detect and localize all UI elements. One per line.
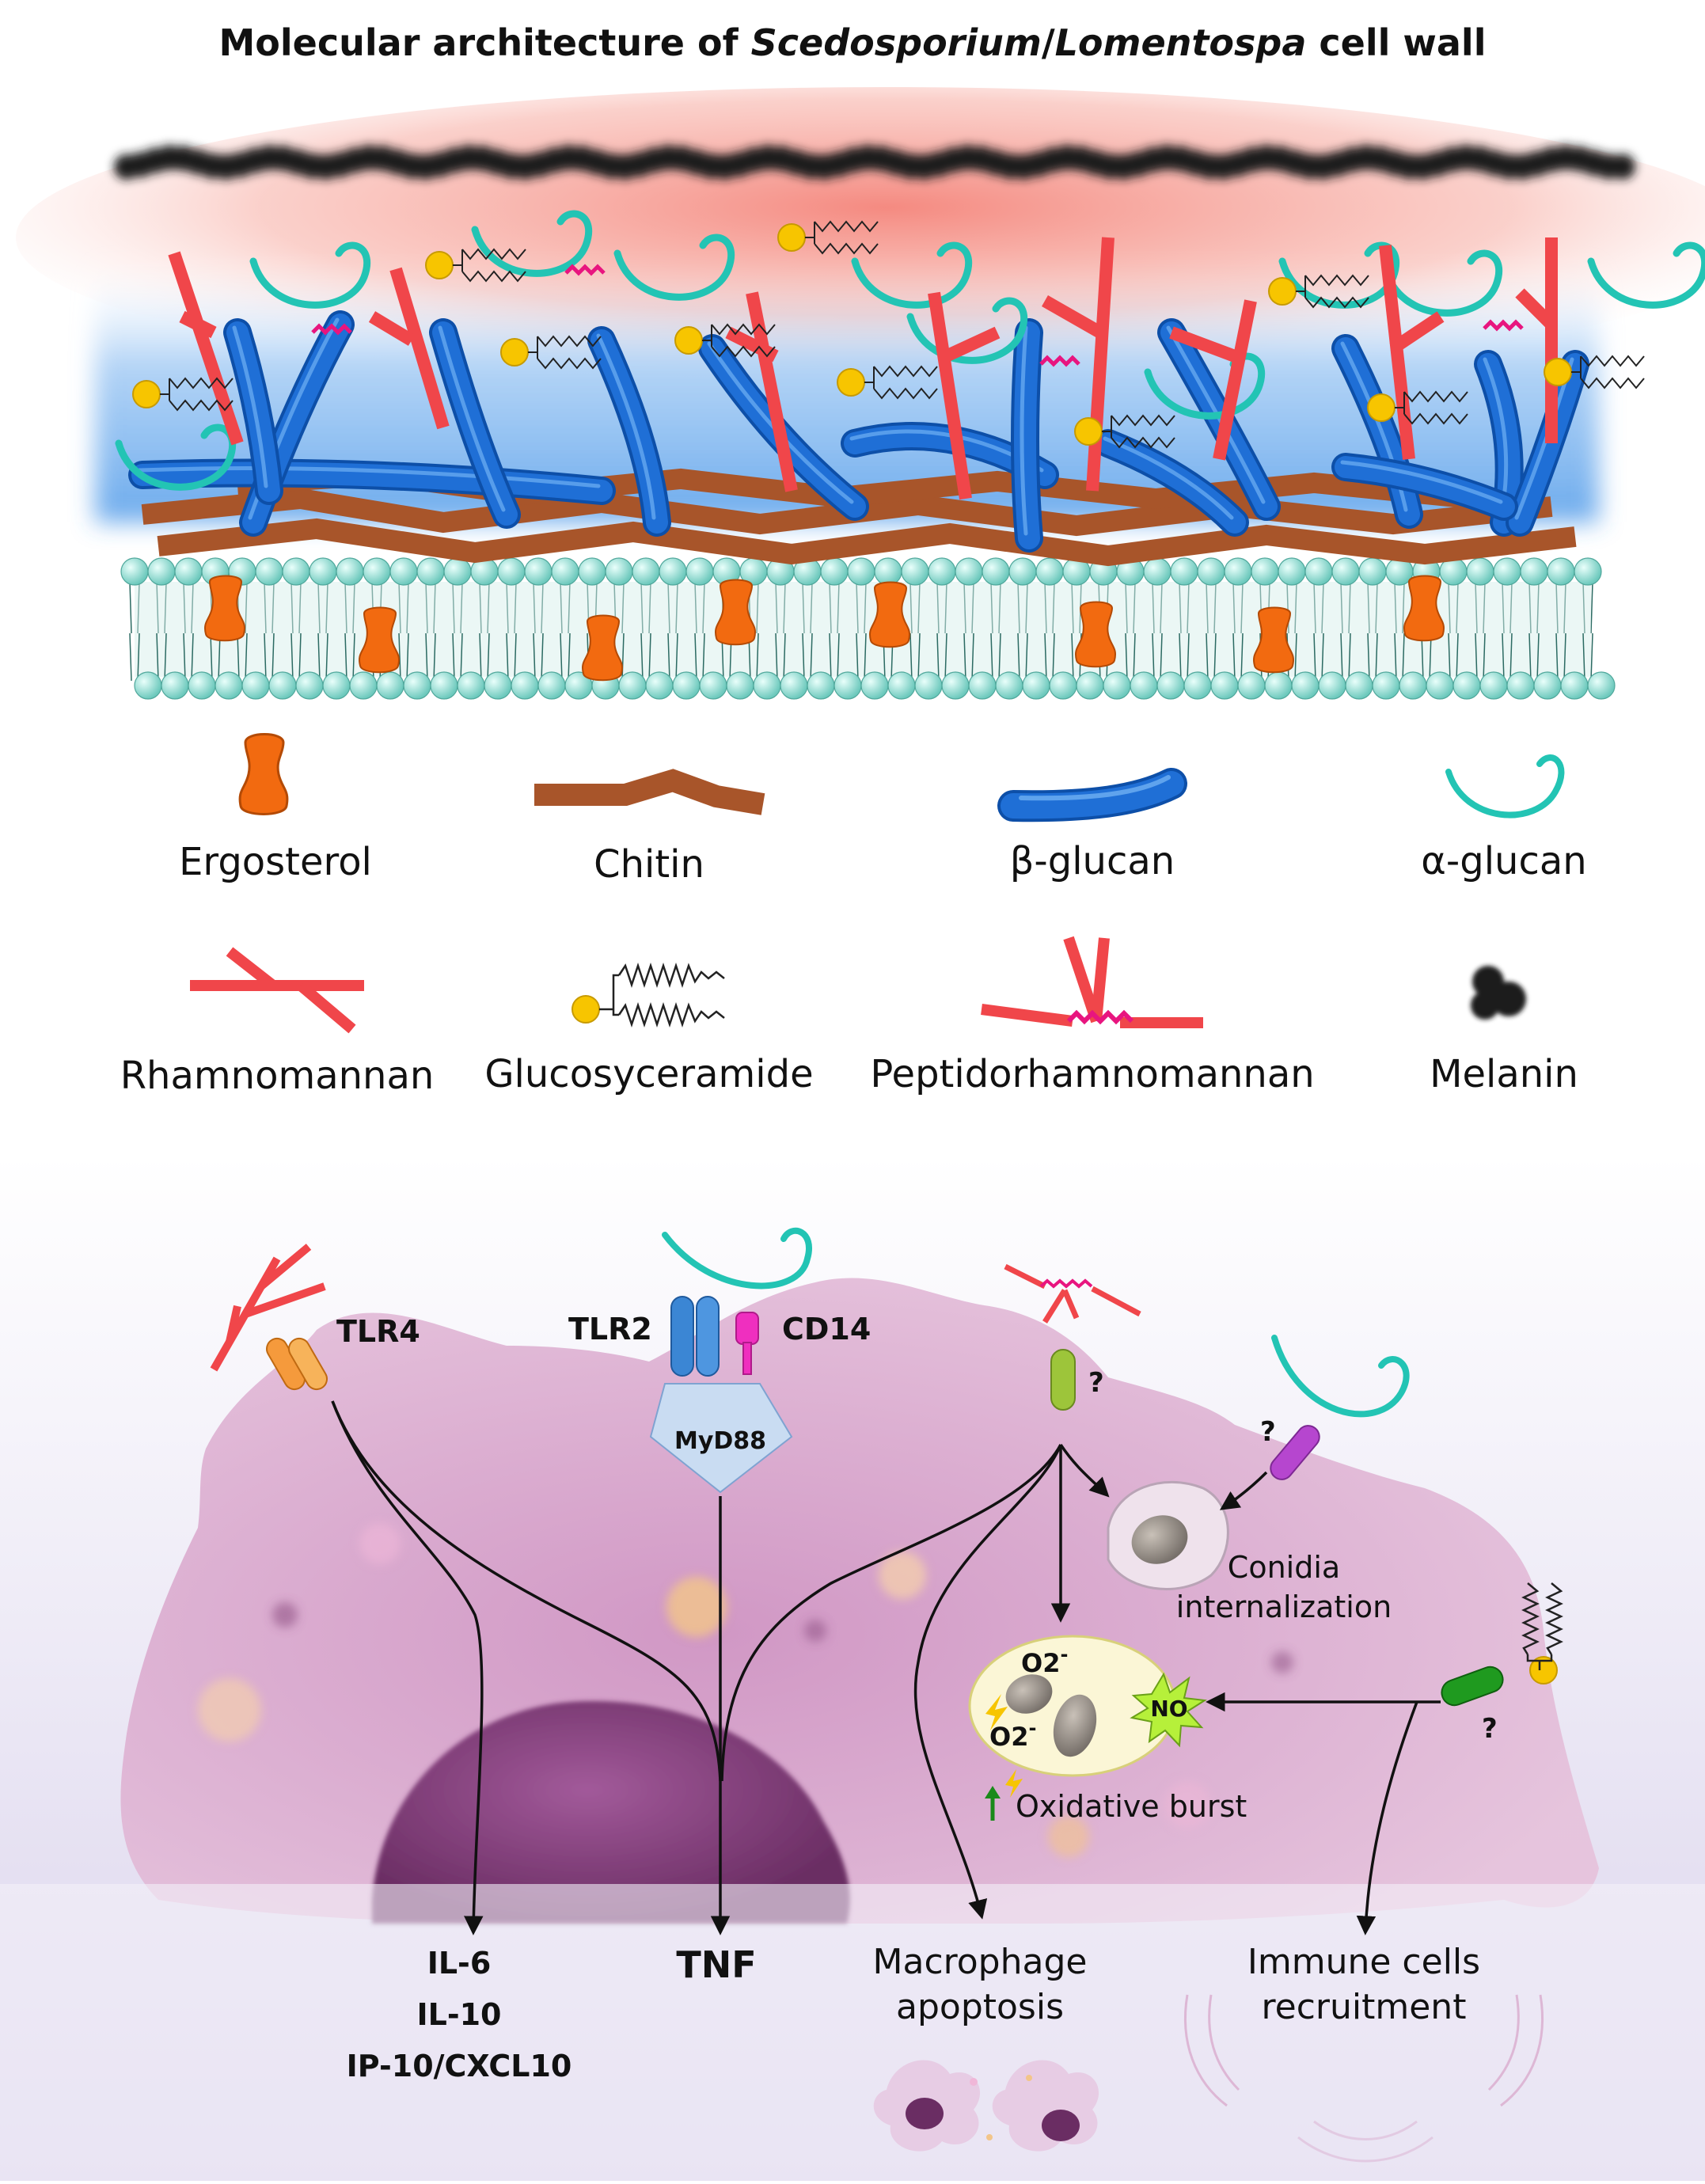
legend-label-rhamnomannan: Rhamnomannan [120,1054,435,1098]
unknown-label-2: ? [1260,1416,1276,1448]
glucosyceramide-icon [571,995,600,1024]
tlr4-label: TLR4 [336,1314,420,1349]
recruitment-waves-icon [1183,1994,1544,2163]
cd14-label: CD14 [782,1312,871,1346]
ergosterol-icon [238,733,289,815]
oxidative-burst-label: Oxidative burst [1016,1789,1247,1824]
tlr2-label: TLR2 [568,1312,652,1346]
plasma-membrane [120,557,1616,700]
lightning-icon-2 [1005,1769,1023,1798]
legend-ergosterol: Ergosterol [179,733,372,884]
ligand-alpha-glucan [662,1227,812,1290]
legend-peptidorhamnomannan: Peptidorhamnomannan [870,936,1315,1096]
myd88-adapter: MyD88 [649,1383,793,1494]
legend-label-glucosyceramide: Glucosyceramide [484,1052,813,1096]
alpha-glucan-network [115,210,1705,491]
page-title: Molecular architecture of Scedosporium/L… [219,21,1487,64]
conidia-label-1: Conidia [1228,1550,1340,1585]
oxidative-burst-phagosome: NO O2- O2- Oxidative burst [968,1635,1247,1824]
cell-wall-illustration [16,87,1705,700]
peptidorhamnomannan-icon [981,936,1203,1028]
myd88-label: MyD88 [674,1427,766,1455]
legend-label-alpha-glucan: α-glucan [1421,839,1586,883]
legend-melanin: Melanin [1430,966,1578,1096]
legend-glucosyceramide: Glucosyceramide [484,963,814,1096]
conidia-label-2: internalization [1176,1590,1392,1624]
rhamnomannan-icon [190,947,364,1034]
legend: Ergosterol Chitin β-glucan α-glucan Rham [120,733,1587,1098]
legend-label-ergosterol: Ergosterol [179,840,372,884]
ligand-glucosylceramide [1521,1582,1563,1685]
melanin-icon [1471,966,1526,1020]
conidia-vesicle: Conidia internalization [1107,1480,1392,1624]
glucosylceramide-molecules [132,220,1645,449]
unknown-receptor-dark-green: ? [1441,1666,1504,1745]
recruitment-label-1: Immune cells [1247,1942,1480,1982]
o2-label-2: O2- [989,1717,1036,1752]
unknown-receptor-purple: ? [1260,1416,1320,1480]
legend-rhamnomannan: Rhamnomannan [120,947,435,1098]
ergosterol-molecules [204,575,1445,682]
melanin-layer [114,145,1635,180]
legend-beta-glucan: β-glucan [997,768,1187,883]
cd14-receptor: CD14 [735,1312,871,1375]
il10-label: IL-10 [416,1997,501,2032]
no-burst-icon [1130,1672,1207,1748]
tlr4-receptor: TLR4 [266,1314,420,1391]
ligand-peptidorhamnomannan [1004,1263,1141,1324]
immune-response-panel: TLR4 TLR2 CD14 MyD88 ? ? ? [0,1156,1705,2181]
unknown-receptor-green: ? [1050,1349,1104,1411]
ligand-rhamnomannan [210,1244,326,1372]
unknown-label-3: ? [1482,1713,1498,1745]
apoptosis-label-1: Macrophage [873,1942,1088,1982]
nucleus [372,1700,850,1924]
legend-label-melanin: Melanin [1430,1052,1578,1096]
ip10-label: IP-10/CXCL10 [347,2049,572,2083]
tlr2-receptor: TLR2 [568,1296,720,1377]
apoptotic-cells-icon [873,2060,1099,2152]
chitin-icon [534,769,765,815]
lightning-icon [985,1694,1008,1730]
legend-label-peptidorhamnomannan: Peptidorhamnomannan [870,1052,1314,1096]
bottom-fade [0,1884,1705,2181]
legend-chitin: Chitin [534,769,765,887]
alpha-glucan-icon [1445,754,1565,819]
ligand-alpha-glucan-2 [1271,1335,1410,1418]
recruitment-label-2: recruitment [1262,1987,1467,2027]
o2-label-1: O2- [1021,1643,1068,1678]
legend-alpha-glucan: α-glucan [1421,754,1587,883]
legend-label-chitin: Chitin [594,842,704,887]
up-arrow-icon [985,1786,1001,1821]
legend-label-beta-glucan: β-glucan [1010,839,1175,883]
unknown-label-1: ? [1088,1367,1104,1399]
apoptosis-label-2: apoptosis [896,1987,1064,2027]
no-label: NO [1150,1696,1187,1722]
tnf-label: TNF [676,1943,756,1986]
il6-label: IL-6 [427,1946,492,1981]
signaling-arrows [331,1400,1441,1935]
